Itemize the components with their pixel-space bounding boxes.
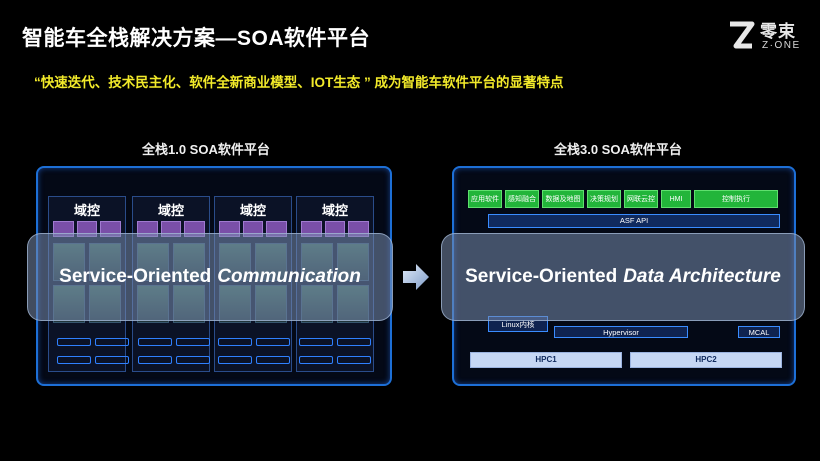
logo-cn-text: 零束 xyxy=(760,22,796,41)
page-title: 智能车全栈解决方案—SOA软件平台 xyxy=(22,27,371,50)
asf-api-layer: ASF API xyxy=(488,214,780,228)
domain-label: 域控 xyxy=(157,203,184,218)
overlay-italic-text: Data Architecture xyxy=(623,266,781,287)
data-architecture-overlay: Service-Oriented Data Architecture xyxy=(441,233,805,321)
left-panel-heading: 全栈1.0 SOA软件平台 xyxy=(142,142,270,157)
application-layer: 应用软件 感知融合 数据及地图 决策规划 网联云控 HMI 控制执行 xyxy=(468,190,780,208)
right-panel-heading: 全栈3.0 SOA软件平台 xyxy=(554,142,682,157)
mcal-box: MCAL xyxy=(738,326,780,338)
app-chip: 控制执行 xyxy=(694,190,778,208)
brand-logo: 零束 Z·ONE xyxy=(726,16,810,56)
domain-label: 域控 xyxy=(239,203,266,218)
zone-logo-icon xyxy=(730,21,755,49)
overlay-text: Service-Oriented xyxy=(465,266,618,287)
app-chip: 决策规划 xyxy=(587,190,621,208)
app-chip: 感知融合 xyxy=(505,190,539,208)
hpc2-box: HPC2 xyxy=(630,352,782,368)
bus-row xyxy=(54,338,374,350)
right-arrow-icon xyxy=(403,264,429,290)
logo-en-text: Z·ONE xyxy=(762,40,801,51)
app-chip: 网联云控 xyxy=(624,190,658,208)
domain-label: 域控 xyxy=(73,203,100,218)
app-chip: HMI xyxy=(661,190,691,208)
overlay-text: Service-Oriented xyxy=(59,266,212,287)
overlay-italic-text: Communication xyxy=(217,266,361,287)
bus-row xyxy=(54,356,374,368)
app-chip: 应用软件 xyxy=(468,190,502,208)
subtitle: “快速迭代、技术民主化、软件全新商业模型、IOT生态 ” 成为智能车软件平台的显… xyxy=(34,75,564,90)
hypervisor-box: Hypervisor xyxy=(554,326,688,338)
app-chip: 数据及地图 xyxy=(542,190,584,208)
domain-label: 域控 xyxy=(321,203,348,218)
communication-overlay: Service-Oriented Communication xyxy=(27,233,393,321)
hpc1-box: HPC1 xyxy=(470,352,622,368)
